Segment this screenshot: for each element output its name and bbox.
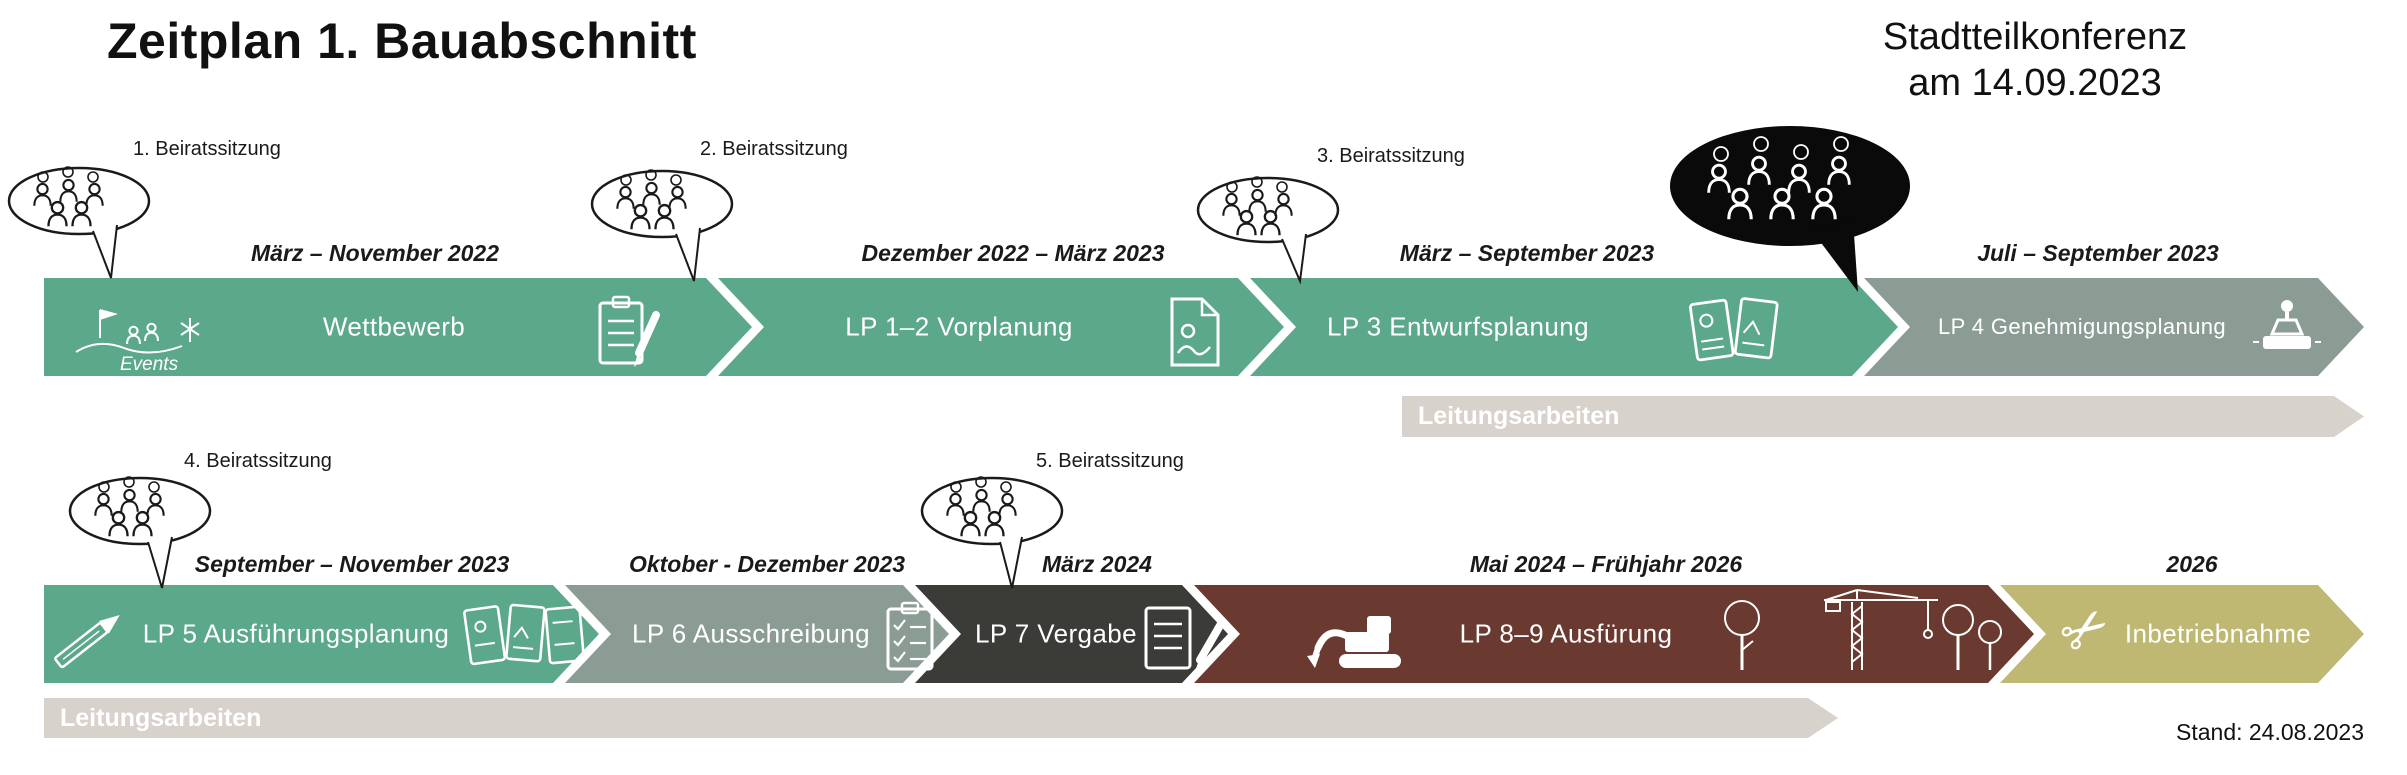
date-range-lp8-9: Mai 2024 – Frühjahr 2026 — [1469, 551, 1743, 577]
drawing-pen-icon — [54, 614, 120, 669]
segment-label-lp4: LP 4 Genehmigungsplanung — [1937, 314, 2227, 339]
date-range-lp5: September – November 2023 — [194, 551, 510, 577]
excavator-icon — [1307, 616, 1401, 668]
segment-lp3-shape — [1250, 278, 1898, 376]
segment-lp4-shape — [1864, 278, 2364, 376]
date-range-lp1-2: Dezember 2022 – März 2023 — [861, 240, 1165, 266]
leitungsarbeiten-label: Leitungsarbeiten — [60, 703, 262, 732]
checklist-pencil-icon — [598, 295, 660, 367]
meeting-bubble-5 — [920, 476, 1064, 589]
date-range-inbetriebnahme: 2026 — [2166, 551, 2218, 577]
meeting-bubble-2 — [590, 169, 734, 282]
date-range-wettbewerb: März – November 2022 — [250, 240, 500, 266]
conference-line1: Stadtteilkonferenz — [1882, 16, 2188, 58]
status-date: Stand: 24.08.2023 — [2176, 719, 2364, 745]
plan-sheets-icon — [463, 603, 586, 666]
plan-document-icon — [1170, 297, 1220, 367]
contract-pencil-icon — [1144, 606, 1226, 674]
meeting-label-3: 3. Beiratssitzung — [1317, 145, 1465, 167]
conference-title: Stadtteilkonferenz am 14.09.2023 — [1850, 14, 2220, 107]
segment-inbetriebnahme-shape — [2000, 585, 2364, 683]
meeting-bubble-3 — [1196, 176, 1340, 284]
segment-label-wettbewerb: Wettbewerb — [322, 311, 466, 342]
stamp-icon — [2253, 300, 2321, 349]
conference-line2: am 14.09.2023 — [1908, 62, 2162, 105]
segment-lp6-shape — [565, 585, 949, 683]
meeting-label-2: 2. Beiratssitzung — [700, 138, 848, 160]
checklist-icon — [886, 601, 934, 671]
segment-label-lp3: LP 3 Entwurfsplanung — [1327, 311, 1589, 342]
meeting-bubble-1 — [7, 166, 151, 279]
meeting-label-5: 5. Beiratssitzung — [1036, 450, 1184, 472]
date-range-lp4: Juli – September 2023 — [1977, 240, 2219, 266]
meeting-label-4: 4. Beiratssitzung — [184, 450, 332, 472]
segment-label-lp5: LP 5 Ausführungsplanung — [142, 618, 450, 649]
leitungsarbeiten-band-top: Leitungsarbeiten — [1402, 396, 2364, 437]
segment-lp5-shape — [44, 585, 599, 683]
meeting-label-1: 1. Beiratssitzung — [133, 138, 281, 160]
crane-trees-icon — [1724, 589, 2002, 670]
page-title: Zeitplan 1. Bauabschnitt — [107, 13, 697, 69]
leitungsarbeiten-label: Leitungsarbeiten — [1418, 402, 1620, 430]
design-cards-icon — [1688, 297, 1779, 362]
events-icon: Events — [75, 309, 200, 374]
segment-label-lp6: LP 6 Ausschreibung — [631, 618, 871, 649]
meeting-bubble-4 — [68, 476, 212, 589]
segment-label-inbetriebnahme: Inbetriebnahme — [2124, 618, 2312, 649]
segment-wettbewerb-shape — [44, 278, 752, 376]
segment-lp1-2-shape — [718, 278, 1284, 376]
segment-label-lp1-2: LP 1–2 Vorplanung — [845, 311, 1073, 342]
date-range-lp7: März 2024 — [1042, 551, 1152, 577]
events-icon-label: Events — [120, 354, 179, 374]
date-range-lp6: Oktober - Dezember 2023 — [628, 551, 906, 577]
segment-label-lp7: LP 7 Vergabe — [975, 618, 1137, 649]
stadtteilkonferenz-bubble — [1670, 126, 1910, 292]
segment-label-lp8-9: LP 8–9 Ausfürung — [1459, 618, 1673, 649]
date-range-lp3: März – September 2023 — [1399, 240, 1655, 266]
leitungsarbeiten-band-bottom: Leitungsarbeiten — [44, 698, 1838, 738]
